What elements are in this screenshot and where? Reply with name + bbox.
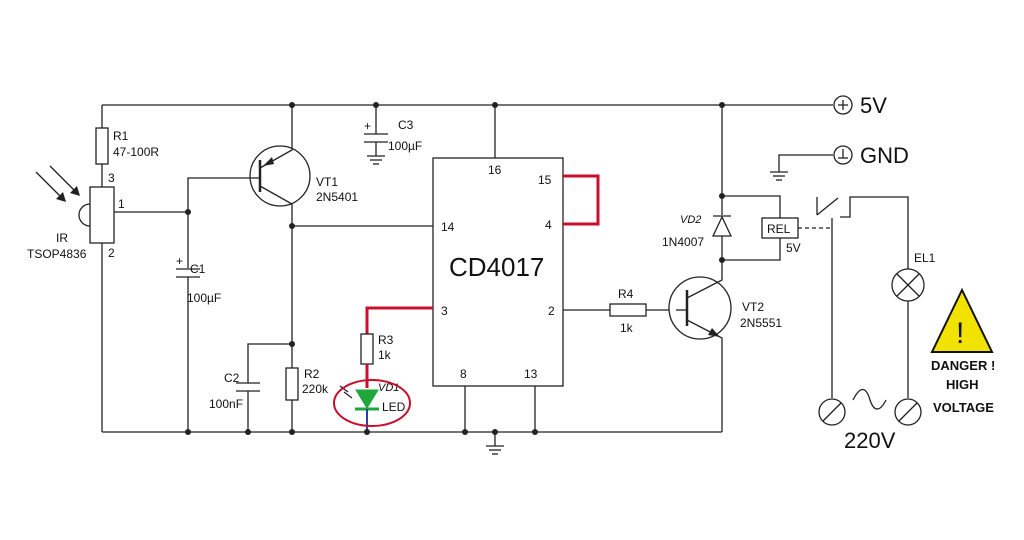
relay-value: 5V [786, 241, 801, 255]
r2-value: 220k [302, 382, 329, 396]
pin8-label: 8 [460, 367, 467, 381]
vt2-ref: VT2 [742, 300, 764, 314]
led-label: LED [382, 400, 406, 414]
relay-coil: REL 5V [719, 193, 830, 263]
vd2-part: 1N4007 [662, 235, 704, 249]
r1-resistor: R1 47-100R [95, 105, 159, 187]
supply-terminal: 5V [833, 93, 887, 118]
cd4017-ic: CD4017 16 15 14 4 3 2 8 13 [432, 102, 564, 435]
pin3-label: 3 [441, 304, 448, 318]
ir-ref: IR [56, 231, 68, 245]
c3-capacitor: + C3 100µF [364, 102, 422, 165]
r3-ref: R3 [378, 333, 394, 347]
ir-pin2: 2 [108, 246, 115, 260]
vt1-part: 2N5401 [316, 190, 358, 204]
r4-ref: R4 [618, 287, 634, 301]
gnd-terminal: GND [770, 143, 909, 181]
r4-resistor: R4 1k [563, 287, 676, 335]
vt2-transistor: VT2 2N5551 [668, 260, 782, 432]
vt1-ref: VT1 [316, 175, 338, 189]
vt2-part: 2N5551 [740, 316, 782, 330]
led-highlight-ring [333, 379, 411, 427]
vd1-ref: VD1 [378, 382, 399, 394]
relay-ref: REL [767, 222, 791, 236]
c1-capacitor: + C1 100µF [176, 254, 221, 435]
c3-plus: + [364, 119, 371, 133]
c2-value: 100nF [209, 397, 243, 411]
pin14-label: 14 [441, 220, 455, 234]
ir-light-arrows-icon [35, 165, 80, 202]
r2-resistor: R2 220k [285, 367, 329, 435]
r2-ref: R2 [304, 367, 320, 381]
warning-sign: ! DANGER ! HIGH VOLTAGE [930, 287, 995, 415]
c1-plus: + [176, 254, 183, 268]
lamp-el1: EL1 [891, 250, 936, 398]
danger-text: DANGER ! [931, 358, 995, 373]
vt1-transistor: VT1 2N5401 [249, 102, 358, 226]
r1-ref: R1 [113, 129, 129, 143]
c2-ref: C2 [224, 371, 240, 385]
voltage-text: VOLTAGE [933, 400, 994, 415]
r3-resistor: R3 1k [360, 333, 394, 388]
supply-label: 5V [860, 93, 887, 118]
ir-receiver: 3 1 2 IR TSOP4836 [27, 165, 125, 432]
ic-label: CD4017 [449, 252, 544, 282]
ground-symbol-icon [486, 429, 504, 455]
ground-label: GND [860, 143, 909, 168]
c1-ref: C1 [190, 262, 206, 276]
c2-capacitor: C2 100nF [209, 341, 295, 435]
mains-input: 220V [818, 388, 922, 453]
c1-value: 100µF [187, 291, 221, 305]
high-text: HIGH [946, 377, 979, 392]
pin16-label: 16 [488, 163, 502, 177]
ac-wave-icon [852, 388, 887, 410]
pin13-label: 13 [524, 367, 538, 381]
signal-wire [114, 177, 250, 268]
pin3-led-wire [365, 306, 433, 334]
lamp-ref: EL1 [914, 251, 936, 265]
r1-value: 47-100R [113, 145, 159, 159]
pin4-label: 4 [545, 218, 552, 232]
r3-value: 1k [378, 348, 392, 362]
power-rails [102, 104, 833, 433]
relay-contacts [816, 196, 909, 398]
warning-mark-icon: ! [956, 317, 964, 350]
ir-pin3: 3 [108, 171, 115, 185]
vd2-diode: VD2 1N4007 [662, 102, 733, 260]
reset-jumper [563, 174, 600, 226]
pin15-label: 15 [538, 173, 552, 187]
pin2-label: 2 [548, 304, 555, 318]
led-vd1: VD1 LED [333, 379, 411, 435]
c3-ref: C3 [398, 118, 414, 132]
ir-part: TSOP4836 [27, 247, 87, 261]
ir-pin1: 1 [118, 197, 125, 211]
c3-value: 100µF [388, 139, 422, 153]
mains-label: 220V [844, 428, 896, 453]
r4-value: 1k [620, 321, 634, 335]
vd2-ref: VD2 [680, 214, 701, 226]
